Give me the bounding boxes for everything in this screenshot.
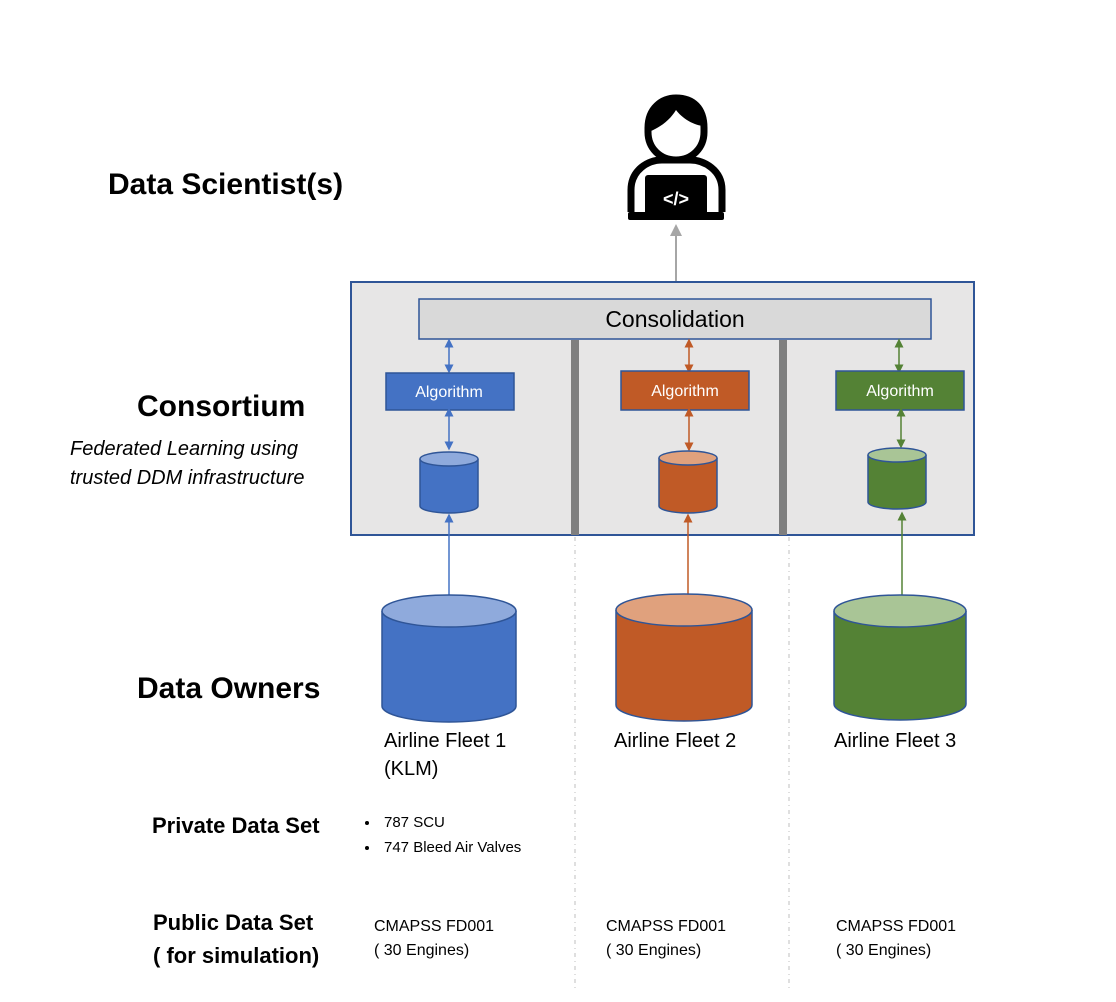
private-data-set-label: Private Data Set [152,813,320,838]
fleet-2-label: Airline Fleet 2 [614,727,736,755]
column-fleet-3 [833,338,967,721]
algorithm-label: Algorithm [415,384,483,401]
fleet-database-cylinder [381,611,517,723]
column-separator [779,340,787,535]
data-owners-label: Data Owners [137,672,321,705]
public-data-col-2: CMAPSS FD001 ( 30 Engines) [606,915,726,963]
public-dataset-size: ( 30 Engines) [374,942,470,959]
algorithm-box [835,370,965,411]
fleet-3-label: Airline Fleet 3 [834,727,956,755]
algorithm-label: Algorithm [866,383,934,400]
fleet-1-name: Airline Fleet 1 [384,730,507,752]
fleet-2-name: Airline Fleet 2 [614,730,737,752]
algorithm-box [620,370,750,411]
public-data-col-1: CMAPSS FD001 ( 30 Engines) [374,915,494,963]
public-dataset-name: CMAPSS FD001 [836,918,957,935]
fleet-1-label: Airline Fleet 1 (KLM) [384,727,506,783]
column-separator [571,340,579,535]
public-dataset-name: CMAPSS FD001 [606,918,727,935]
list-item: 787 SCU [380,810,521,835]
local-store-cylinder [867,455,927,510]
consortium-subtitle-line2: trusted DDM infrastructure [70,467,305,489]
data-scientist-icon [627,94,726,220]
consortium-subtitle-line1: Federated Learning using [70,438,298,460]
data-scientists-label: Data Scientist(s) [108,168,344,201]
public-dataset-size: ( 30 Engines) [606,942,702,959]
public-dataset-size: ( 30 Engines) [836,942,932,959]
consolidation-bar [418,298,932,340]
public-data-col-3: CMAPSS FD001 ( 30 Engines) [836,915,956,963]
algorithm-box [385,372,515,411]
private-data-list: 787 SCU 747 Bleed Air Valves [362,810,521,860]
public-data-set-label-line2: ( for simulation) [153,943,320,968]
fleet-database-cylinder [615,610,753,722]
code-icon: </> [663,189,689,209]
algorithm-label: Algorithm [651,383,719,400]
local-store-cylinder [419,459,479,514]
public-data-set-label-line1: Public Data Set [153,910,314,935]
local-store-cylinder [658,458,718,514]
public-dataset-name: CMAPSS FD001 [374,918,495,935]
consortium-label: Consortium [137,390,306,423]
fleet-3-name: Airline Fleet 3 [834,730,957,752]
list-item: 747 Bleed Air Valves [380,835,521,860]
column-fleet-2 [615,338,753,722]
consolidation-label: Consolidation [605,306,744,332]
fleet-database-cylinder [833,611,967,721]
column-fleet-1 [381,338,517,723]
fleet-1-subname: (KLM) [384,758,439,780]
